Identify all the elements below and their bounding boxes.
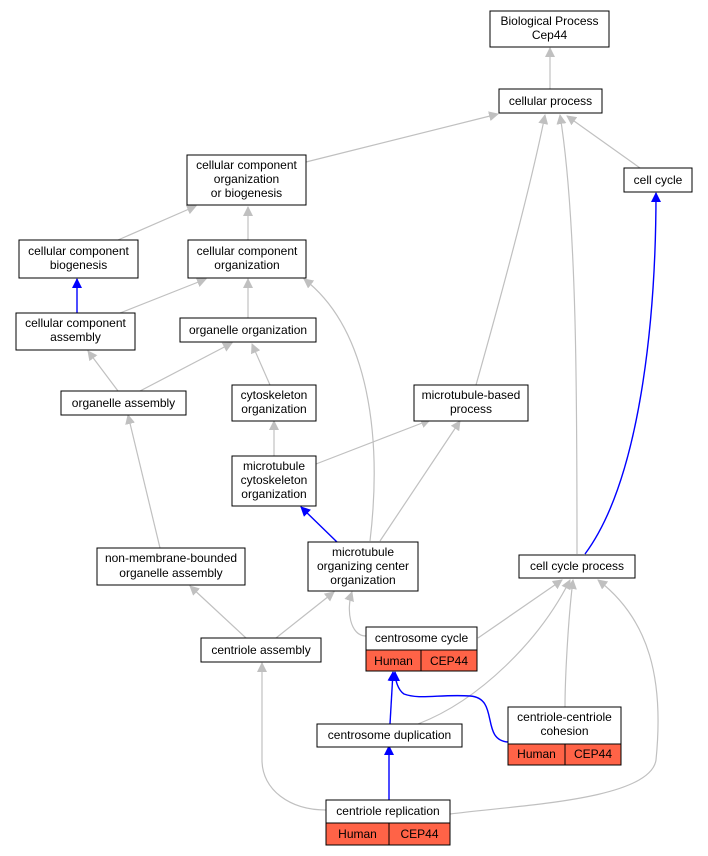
edge-ccob-to-cellular-process <box>305 111 499 163</box>
node-centrosome-duplication[interactable]: centrosome duplication <box>316 723 463 748</box>
node-label-line: microtubule <box>332 545 394 559</box>
node-label-line: or biogenesis <box>211 186 282 200</box>
node-cytoskeleton-organization[interactable]: cytoskeleton organization <box>231 384 317 422</box>
edge-nmboa-to-oa <box>125 414 161 549</box>
node-centriole-assembly[interactable]: centriole assembly <box>200 637 322 663</box>
annotation-species-label: Human <box>338 827 377 841</box>
edge-cd-to-ccp <box>417 579 571 725</box>
node-non-membrane-bounded-organelle-assembly[interactable]: non-membrane-bounded organelle assembly <box>96 547 246 586</box>
node-cell-cycle-process[interactable]: cell cycle process <box>518 554 636 579</box>
edge-cc-to-ccp <box>477 579 563 639</box>
node-label-line: cellular component <box>197 244 298 258</box>
node-centriole-replication[interactable]: centriole replication Human CEP44 <box>325 799 451 846</box>
node-label-line: organization <box>214 258 279 272</box>
edge-mtoc-to-mbp <box>379 420 461 542</box>
annotation-cell-gene <box>420 649 478 672</box>
edge-ca-to-nmboa <box>189 585 247 639</box>
node-label-line: organization <box>330 573 395 587</box>
node-label-line: cellular component <box>28 244 129 258</box>
node-label-line: centriole replication <box>336 804 439 818</box>
edge-ca-to-mtoc <box>275 591 335 639</box>
node-microtubule-organizing-center-organization[interactable]: microtubule organizing center organizati… <box>307 541 419 592</box>
edge-cr-to-ca <box>257 662 327 811</box>
node-biological-process-root[interactable]: Biological Process Cep44 <box>489 10 610 48</box>
edge-mtoc-to-mco-blue <box>300 506 339 544</box>
node-label-line: centrosome cycle <box>375 631 469 645</box>
node-cellular-component-organization-or-biogenesis[interactable]: cellular component organization or bioge… <box>186 154 307 206</box>
node-label-line: cytoskeleton <box>241 388 308 402</box>
edge-ccp-to-cell-cycle-blue <box>584 192 661 555</box>
annotation-species-label: Human <box>374 654 413 668</box>
node-cellular-component-assembly[interactable]: cellular component assembly <box>15 312 136 351</box>
node-label-line: cellular component <box>196 158 297 172</box>
node-label-line: cellular component <box>25 316 126 330</box>
node-label-line: microtubule <box>243 459 305 473</box>
node-label-line: assembly <box>50 330 101 344</box>
node-microtubule-based-process[interactable]: microtubule-based process <box>413 384 529 422</box>
node-cellular-component-organization[interactable]: cellular component organization <box>187 239 307 279</box>
node-label-line: microtubule-based <box>422 388 521 402</box>
edge-cca-to-cco <box>119 277 207 314</box>
node-label-line: organelle organization <box>189 323 307 337</box>
node-cellular-component-biogenesis[interactable]: cellular component biogenesis <box>18 239 139 279</box>
annotation-cell-gene <box>388 822 451 846</box>
edge-ccc-to-cc-blue <box>390 671 509 743</box>
node-label-line: Biological Process <box>500 14 598 28</box>
node-cell-cycle[interactable]: cell cycle <box>623 167 693 193</box>
node-label-line: organizing center <box>317 559 409 573</box>
node-label-line: Cep44 <box>532 28 568 42</box>
annotation-cell-gene <box>564 743 622 766</box>
annotation-species-label: Human <box>517 747 556 761</box>
node-cellular-process[interactable]: cellular process <box>498 88 603 114</box>
edge-oa-to-oo <box>139 342 233 392</box>
node-label-line: biogenesis <box>50 258 107 272</box>
edge-oa-to-cca <box>87 350 119 392</box>
node-label-line: organization <box>241 402 306 416</box>
node-label-line: process <box>450 402 492 416</box>
edge-cyto-to-oo <box>251 343 271 386</box>
gray-edges <box>87 47 659 815</box>
node-label-line: cell cycle <box>634 173 683 187</box>
node-label-line: centrosome duplication <box>328 728 451 742</box>
node-centriole-centriole-cohesion[interactable]: centriole-centriole cohesion Human CEP44 <box>507 706 622 766</box>
edge-ccb-to-ccob <box>117 205 197 241</box>
node-label-line: organelle assembly <box>119 566 222 580</box>
edge-mtoc-to-cco <box>303 278 375 542</box>
node-label-line: centriole-centriole <box>517 710 612 724</box>
annotation-gene-label: CEP44 <box>574 747 612 761</box>
node-organelle-organization[interactable]: organelle organization <box>179 317 317 343</box>
edge-cc-to-mtoc <box>344 591 367 637</box>
edge-cell-cycle-to-cellular-process <box>566 115 641 169</box>
edge-cd-to-cc-blue <box>387 671 398 725</box>
node-microtubule-cytoskeleton-organization[interactable]: microtubule cytoskeleton organization <box>231 455 317 507</box>
node-label-line: non-membrane-bounded <box>105 551 237 565</box>
node-label-line: cell cycle process <box>530 559 624 573</box>
edge-cr-to-ccp <box>449 579 659 815</box>
edge-mbp-to-cellular-process <box>475 114 549 386</box>
node-label-line: cellular process <box>509 94 592 108</box>
annotation-gene-label: CEP44 <box>400 827 438 841</box>
node-centrosome-cycle[interactable]: centrosome cycle Human CEP44 <box>365 626 478 672</box>
node-label-line: organization <box>241 487 306 501</box>
node-label-line: cohesion <box>540 724 588 738</box>
node-label-line: centriole assembly <box>211 643 310 657</box>
node-label-line: organelle assembly <box>72 396 175 410</box>
node-label-line: cytoskeleton <box>241 473 308 487</box>
blue-edges <box>72 192 661 800</box>
edge-ccc-to-ccp <box>564 579 577 708</box>
annotation-gene-label: CEP44 <box>430 654 468 668</box>
edge-ccp-to-cellular-process <box>556 114 578 555</box>
node-label-line: organization <box>214 172 279 186</box>
node-organelle-assembly[interactable]: organelle assembly <box>60 390 187 416</box>
